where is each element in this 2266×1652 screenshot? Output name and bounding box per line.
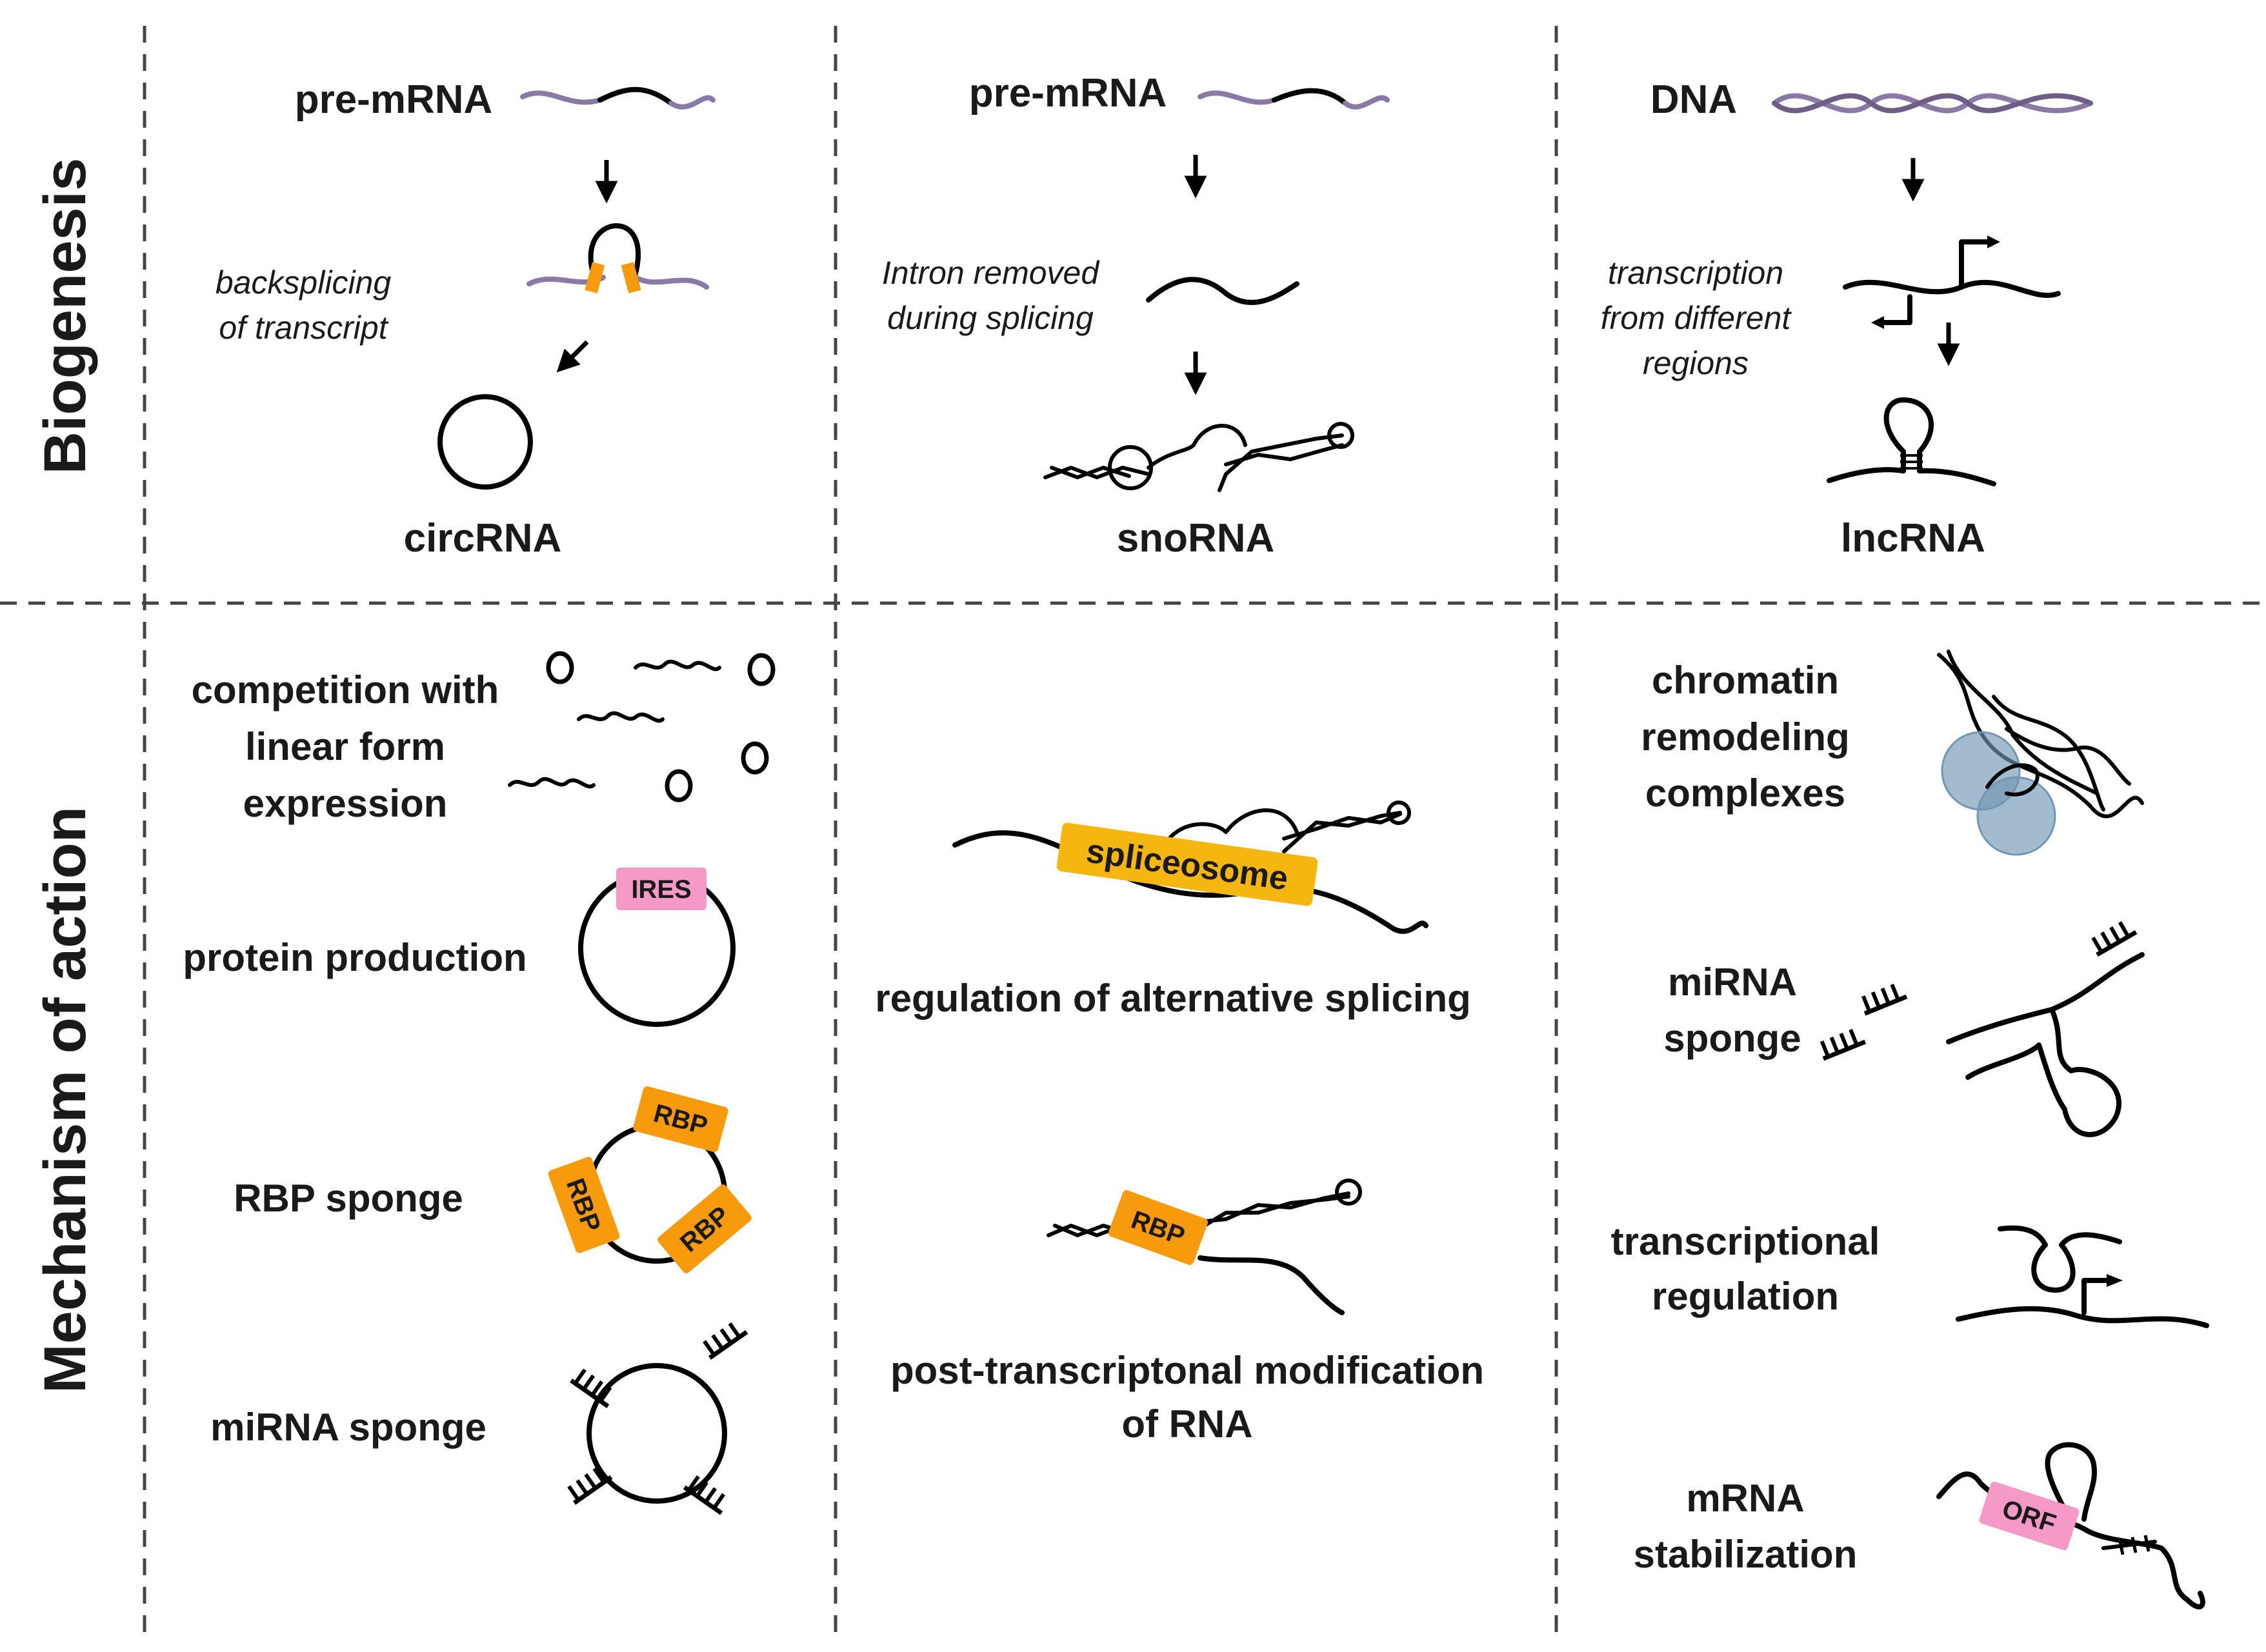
row-title-mechanism: Mechanism of action: [32, 806, 98, 1393]
transcription-sites: [1843, 235, 2061, 329]
biogenesis-circrna: pre-mRNA backsplicing of transcript circ…: [216, 77, 716, 561]
mirna-circle: [565, 1319, 747, 1513]
chromatin-line2: remodeling: [1641, 715, 1849, 759]
row-title-biogenesis: Biogenesis: [32, 158, 98, 475]
lncrna-mirna-sponge-icon: [1817, 917, 2145, 1137]
chromatin-icon: [1937, 650, 2144, 856]
lnc-mirna-line2: sponge: [1663, 1017, 1801, 1060]
lnc-step-line1: transcription: [1608, 255, 1783, 291]
circ-product-label: circRNA: [404, 516, 562, 561]
circ-mirna-sponge-label: miRNA sponge: [210, 1406, 486, 1449]
pre-mrna-strand: [1198, 88, 1390, 110]
ires-label: IRES: [631, 875, 691, 904]
post-line2: of RNA: [1121, 1402, 1252, 1446]
arrow: [556, 340, 589, 373]
spliceosome-icon: spliceosome: [952, 801, 1429, 934]
dna-double-helix: [1772, 93, 2093, 114]
competition-line2: linear form: [245, 725, 445, 768]
rbp-sponge-label: RBP sponge: [234, 1177, 463, 1220]
circ-step-line2: of transcript: [219, 310, 388, 346]
lnc-step-line2: from different: [1601, 300, 1792, 336]
chromatin-line3: complexes: [1645, 771, 1845, 815]
protein-production-label: protein production: [183, 936, 526, 979]
lnc-step-line3: regions: [1643, 345, 1749, 381]
mrna-line1: mRNA: [1686, 1477, 1804, 1520]
lnc-product-label: lncRNA: [1841, 516, 1985, 561]
mechanism-lncrna: chromatin remodeling complexes miRNA spo…: [1611, 650, 2209, 1609]
rbp-circle: RBP RBP RBP: [548, 1086, 752, 1273]
circ-step-line1: backsplicing: [216, 264, 392, 301]
biogenesis-lncrna: DNA transcription from different regions…: [1601, 77, 2093, 561]
circrna-circle: [437, 394, 533, 490]
competition-line1: competition with: [192, 668, 499, 712]
biogenesis-snorna: pre-mRNA Intron removed during splicing …: [882, 71, 1390, 561]
post-line1: post-transcriptonal modification: [890, 1349, 1484, 1392]
sno-step-line2: during splicing: [887, 300, 1094, 336]
transcriptional-regulation-icon: [1956, 1225, 2209, 1328]
mrna-stabilization-icon: ORF: [1936, 1442, 2205, 1609]
competition-line3: expression: [243, 782, 448, 825]
lnc-mirna-line1: miRNA: [1668, 960, 1797, 1004]
transc-line2: regulation: [1652, 1275, 1839, 1318]
mechanism-circrna: competition with linear form expression …: [183, 651, 776, 1513]
backsplice-loop: [526, 223, 709, 294]
mrna-line2: stabilization: [1634, 1533, 1858, 1576]
lnc-source-label: DNA: [1650, 77, 1737, 122]
sno-source-label: pre-mRNA: [969, 71, 1167, 115]
snorna-rbp-icon: RBP: [1047, 1179, 1362, 1315]
ires-circle: IRES: [578, 868, 736, 1027]
mechanism-snorna: spliceosome regulation of alternative sp…: [875, 801, 1484, 1446]
circ-source-label: pre-mRNA: [295, 77, 493, 122]
alt-splicing-label: regulation of alternative splicing: [875, 977, 1471, 1020]
sno-product-label: snoRNA: [1117, 516, 1275, 561]
grid-lines: [0, 26, 2266, 1642]
intron-strand: [1146, 277, 1299, 305]
lncrna-hairpin: [1827, 397, 1996, 486]
snorna-structure: [1043, 422, 1354, 492]
competition-icon: [508, 651, 776, 802]
sno-step-line1: Intron removed: [882, 255, 1100, 291]
chromatin-line1: chromatin: [1652, 659, 1839, 702]
transc-line1: transcriptional: [1611, 1220, 1880, 1263]
pre-mrna-strand: [520, 86, 716, 110]
